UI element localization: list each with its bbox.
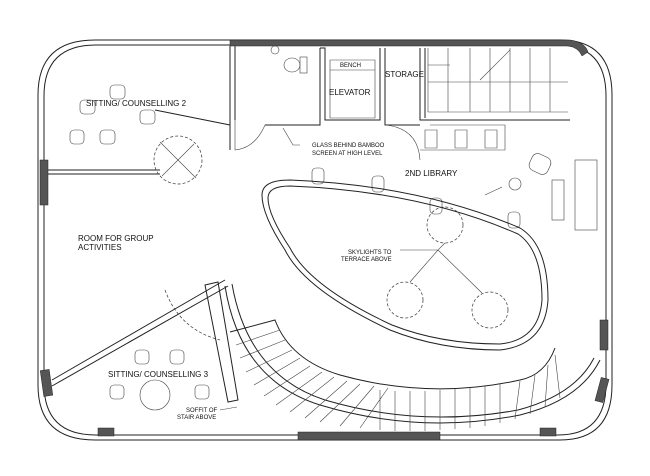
storage-stair bbox=[427, 48, 568, 113]
toilet-fixtures bbox=[270, 45, 308, 74]
outer-walls bbox=[37, 39, 613, 441]
main-stair bbox=[224, 283, 601, 431]
library-desk bbox=[261, 179, 549, 351]
note-skylights-2: TERRACE ABOVE bbox=[341, 257, 392, 263]
label-bench: BENCH bbox=[340, 63, 361, 69]
note-soffit-2: STAIR ABOVE bbox=[177, 415, 216, 421]
label-sitting-counselling-2: SITTING/ COUNSELLING 2 bbox=[86, 99, 187, 108]
label-group-room-1: ROOM FOR GROUP bbox=[78, 234, 154, 243]
room-labels: SITTING/ COUNSELLING 2 SITTING/ COUNSELL… bbox=[78, 63, 458, 421]
label-group-room-2: ACTIVITIES bbox=[78, 243, 122, 252]
label-elevator: ELEVATOR bbox=[329, 88, 371, 97]
note-glass-2: SCREEN AT HIGH LEVEL bbox=[312, 151, 383, 157]
skylights bbox=[386, 186, 509, 329]
note-skylights-1: SKYLIGHTS TO bbox=[348, 250, 392, 256]
note-glass-1: GLASS BEHIND BAMBOO bbox=[312, 143, 385, 149]
furniture bbox=[69, 84, 598, 411]
note-soffit-1: SOFFIT OF bbox=[186, 408, 218, 414]
doors bbox=[164, 120, 421, 341]
label-2nd-library: 2ND LIBRARY bbox=[405, 169, 458, 178]
label-sitting-counselling-3: SITTING/ COUNSELLING 3 bbox=[108, 370, 209, 379]
label-storage: STORAGE bbox=[385, 70, 424, 79]
internal-walls bbox=[48, 46, 570, 403]
